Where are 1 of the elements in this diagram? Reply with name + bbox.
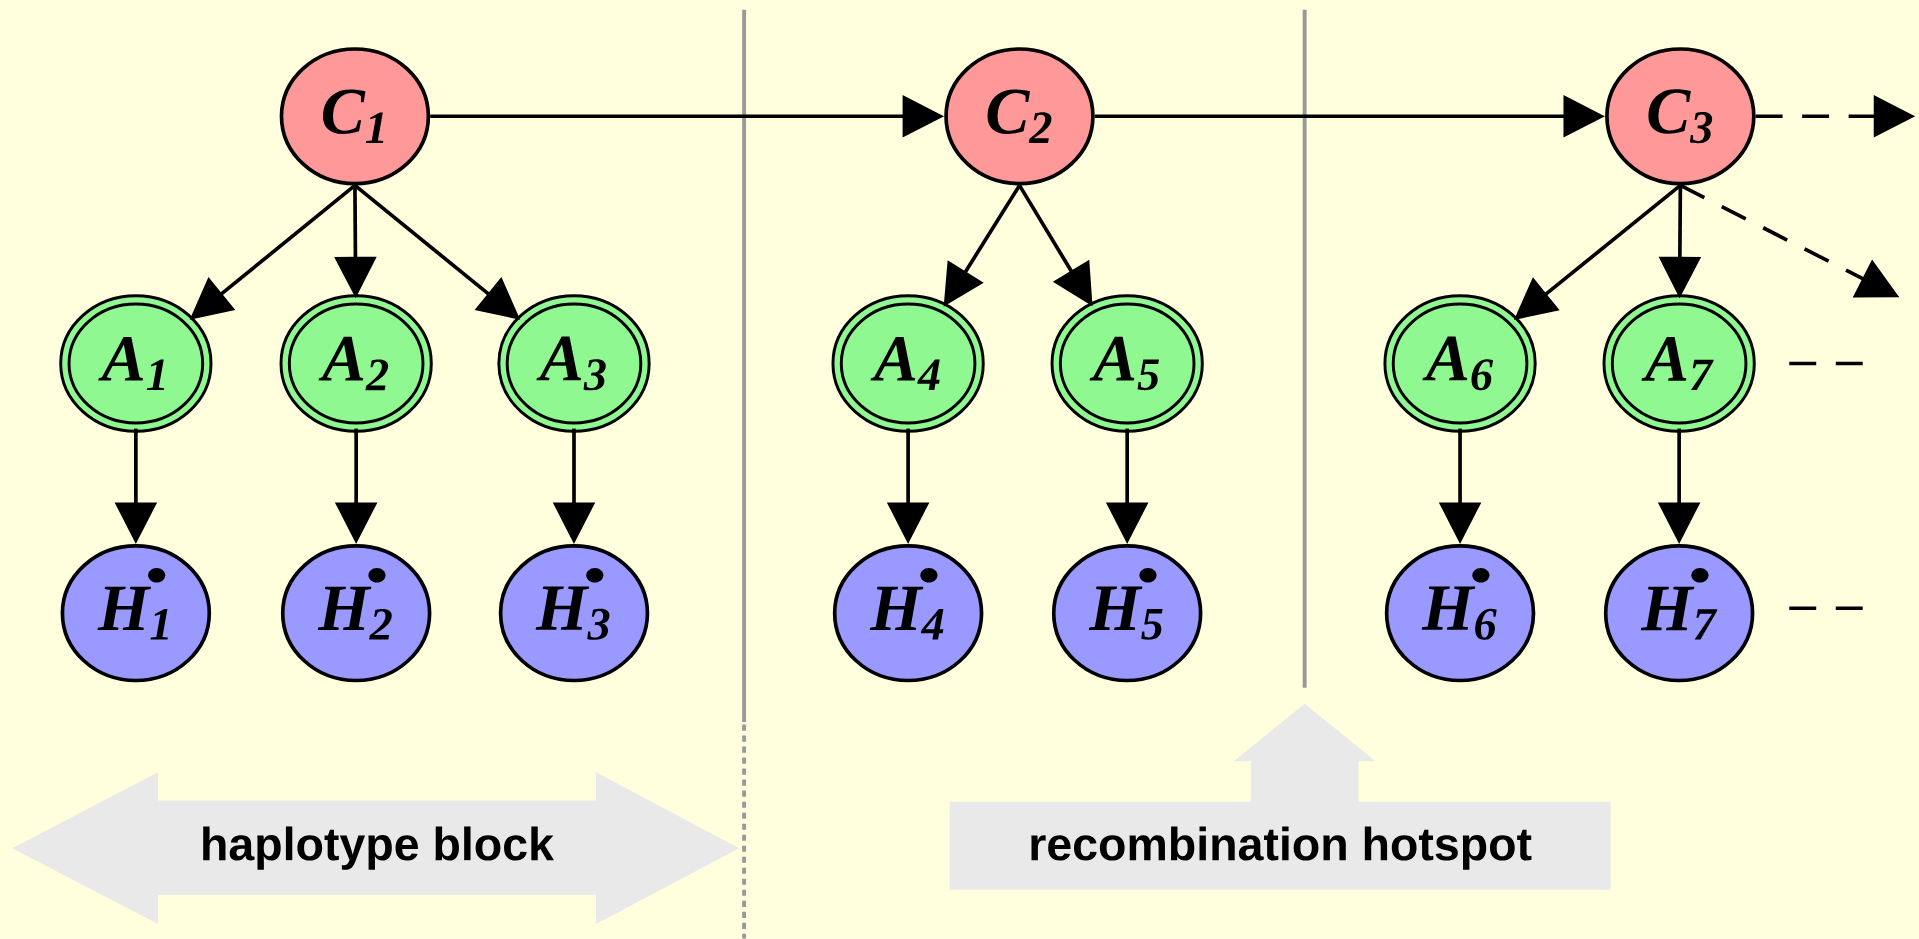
up-arrow-box: recombination hotspot	[949, 703, 1611, 890]
